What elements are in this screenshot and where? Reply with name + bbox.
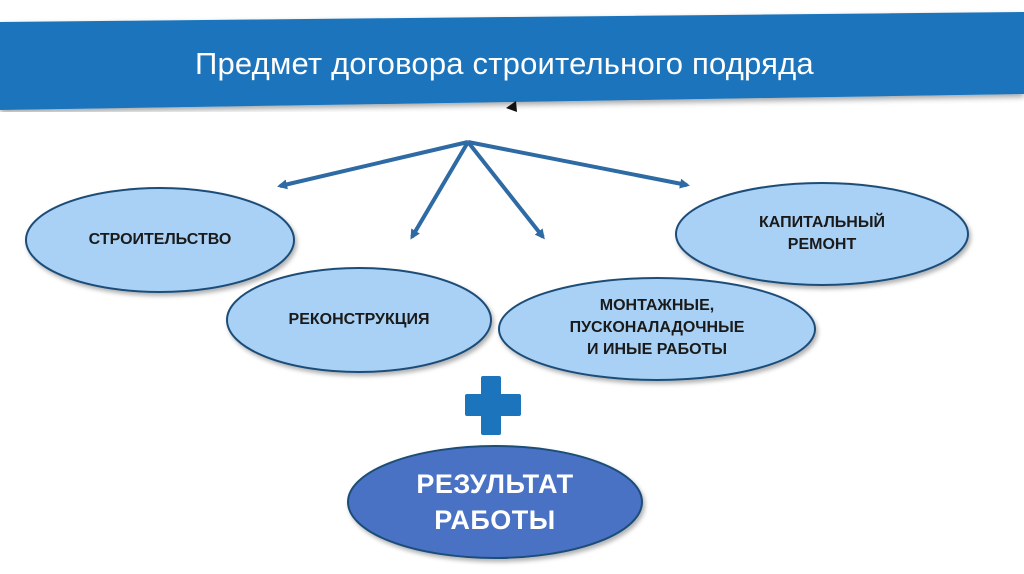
banner-shape bbox=[0, 12, 1024, 110]
arrows bbox=[277, 140, 690, 240]
node-installation-line1: МОНТАЖНЫЕ, bbox=[599, 297, 715, 314]
node-reconstruction: РЕКОНСТРУКЦИЯ bbox=[236, 300, 482, 340]
arrow-to-reconstruction bbox=[410, 140, 470, 240]
node-capital-repair: КАПИТАЛЬНЫЙ РЕМОНТ bbox=[686, 206, 958, 262]
page-title: Предмет договора строительного подряда bbox=[195, 46, 814, 81]
ellipse-result bbox=[347, 445, 643, 559]
ellipse-construction bbox=[25, 187, 295, 293]
node-result-line2: РАБОТЫ bbox=[434, 505, 556, 535]
node-reconstruction-label: РЕКОНСТРУКЦИЯ bbox=[288, 311, 430, 328]
ellipse-installation bbox=[498, 277, 816, 381]
node-construction: СТРОИТЕЛЬСТВО bbox=[36, 220, 284, 260]
node-result-line1: РЕЗУЛЬТАТ bbox=[416, 469, 574, 499]
node-capital-repair-line1: КАПИТАЛЬНЫЙ bbox=[758, 214, 886, 231]
arrow-to-capital-repair bbox=[467, 140, 690, 189]
small-arrowhead-icon bbox=[506, 101, 517, 112]
node-installation: МОНТАЖНЫЕ, ПУСКОНАЛАДОЧНЫЕ И ИНЫЕ РАБОТЫ bbox=[510, 292, 804, 364]
node-result: РЕЗУЛЬТАТ РАБОТЫ bbox=[360, 462, 630, 542]
plus-icon bbox=[465, 376, 521, 435]
title-banner bbox=[0, 12, 1024, 112]
ellipse-reconstruction bbox=[226, 267, 492, 373]
node-installation-line3: И ИНЫЕ РАБОТЫ bbox=[587, 341, 727, 358]
arrow-to-construction bbox=[277, 140, 469, 190]
node-construction-label: СТРОИТЕЛЬСТВО bbox=[88, 231, 232, 248]
ellipse-capital-repair bbox=[675, 182, 969, 286]
arrow-to-installation bbox=[466, 140, 545, 240]
node-capital-repair-line2: РЕМОНТ bbox=[787, 236, 857, 253]
node-installation-line2: ПУСКОНАЛАДОЧНЫЕ bbox=[569, 319, 745, 336]
